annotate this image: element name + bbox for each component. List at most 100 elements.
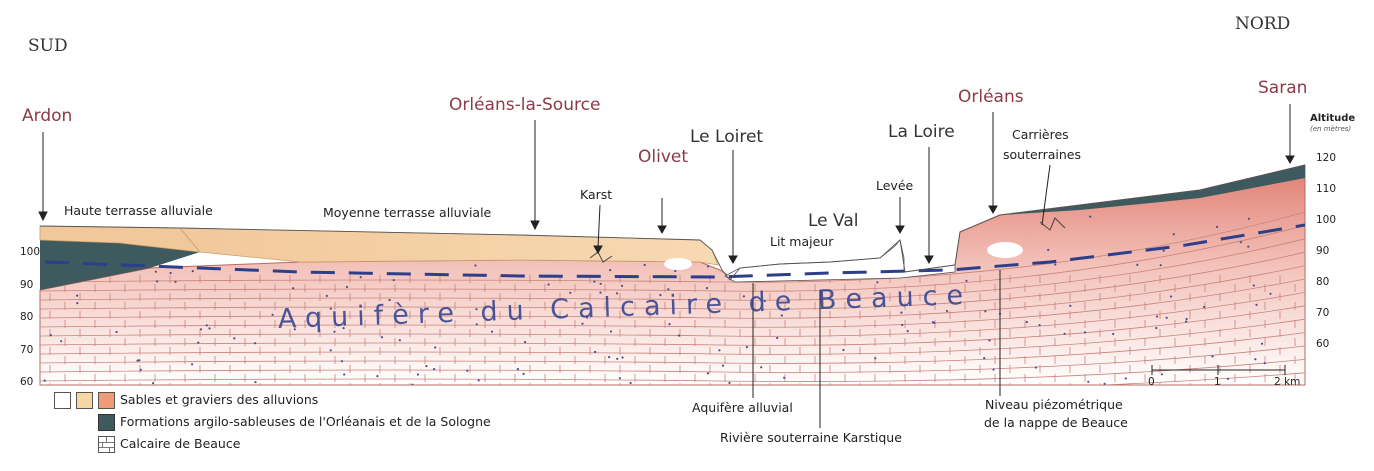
texture-dot [1026,321,1028,323]
texture-dot [551,225,553,227]
texture-dot [399,339,401,341]
label-moyenne-terrasse: Moyenne terrasse alluviale [323,205,491,220]
texture-dot [616,358,618,360]
altitude-tick-left: 60 [20,376,33,388]
texture-dot [1089,216,1091,218]
texture-dot [895,214,897,216]
legend-swatch-orange [98,392,115,409]
label-riviere-karstique: Rivière souterraine Karstique [720,430,902,445]
altitude-tick-right: 80 [1316,276,1329,288]
texture-dot [1035,366,1037,368]
texture-dot [930,182,932,184]
texture-dot [621,356,623,358]
texture-dot [250,180,252,182]
texture-dot [811,258,813,260]
texture-dot [457,185,459,187]
texture-dot [593,281,595,283]
texture-dot [889,237,891,239]
texture-dot [254,342,256,344]
texture-dot [652,230,654,232]
place-ardon: Ardon [22,106,72,126]
texture-dot [532,185,534,187]
texture-dot [1247,246,1249,248]
texture-dot [707,265,709,267]
texture-dot [174,281,176,283]
scale-label-2km: 2 km [1274,376,1300,388]
texture-dot [634,227,636,229]
texture-dot [619,377,621,379]
texture-dot [330,349,332,351]
texture-dot [76,302,78,304]
texture-dot [1104,383,1106,385]
texture-dot [137,360,139,362]
texture-dot [570,225,572,227]
texture-dot [1039,207,1041,209]
label-lit-majeur: Lit majeur [770,234,833,249]
texture-dot [76,295,78,297]
texture-dot [530,230,532,232]
texture-dot [233,337,235,339]
texture-dot [608,356,610,358]
texture-dot [417,373,419,375]
label-levee: Levée [876,178,913,193]
texture-dot [624,211,626,213]
texture-dot [627,230,629,232]
texture-dot [381,336,383,338]
altitude-tick-left: 70 [20,344,33,356]
texture-dot [341,360,343,362]
texture-dot [718,236,720,238]
place-orleans-la-source: Orléans-la-Source [449,95,600,115]
texture-dot [797,260,799,262]
texture-dot [740,184,742,186]
altitude-tick-right: 120 [1316,152,1336,164]
texture-dot [1211,355,1213,357]
texture-dot [197,342,199,344]
texture-dot [670,227,672,229]
texture-dot [156,280,158,282]
texture-dot [828,197,830,199]
label-niveau-2: de la nappe de Beauce [984,415,1128,430]
texture-dot [1103,198,1105,200]
texture-dot [144,193,146,195]
altitude-tick-left: 80 [20,311,33,323]
texture-dot [760,366,762,368]
label-le-val: Le Val [808,211,859,231]
texture-dot [262,189,264,191]
texture-dot [792,208,794,210]
texture-dot [353,229,355,231]
texture-dot [517,368,519,370]
texture-dot [1116,185,1118,187]
texture-dot [1039,324,1041,326]
texture-dot [759,223,761,225]
texture-dot [1008,196,1010,198]
texture-dot [988,339,990,341]
altitude-tick-right: 60 [1316,338,1329,350]
texture-dot [993,368,995,370]
texture-dot [191,363,193,365]
texture-dot [696,228,698,230]
texture-dot [889,211,891,213]
legend-swatch-beige [76,392,93,409]
texture-dot [594,351,596,353]
texture-dot [478,379,480,381]
texture-dot [272,314,274,316]
texture-dot [466,370,468,372]
place-orleans: Orléans [958,87,1024,107]
texture-dot [1170,295,1172,297]
texture-dot [433,368,435,370]
place-saran: Saran [1258,78,1307,98]
texture-dot [170,272,172,274]
texture-dot [823,199,825,201]
texture-dot [50,334,52,336]
texture-dot [1173,233,1175,235]
texture-dot [200,328,202,330]
texture-dot [148,222,150,224]
texture-dot [1248,218,1250,220]
white-pocket-orleans [987,242,1023,258]
texture-dot [524,341,526,343]
texture-dot [812,203,814,205]
legend-label-calcaire: Calcaire de Beauce [120,436,240,451]
texture-dot [1203,306,1205,308]
label-karst: Karst [580,187,612,202]
